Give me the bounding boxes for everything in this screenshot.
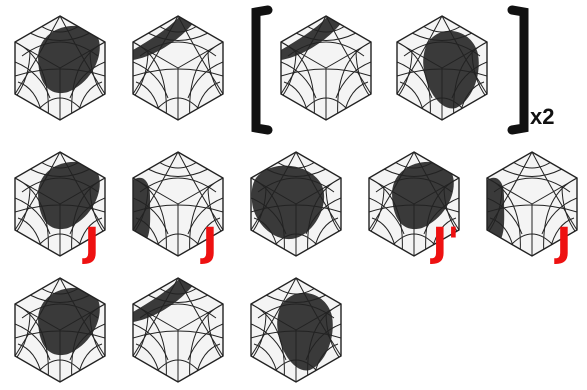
move-label: J: [200, 220, 218, 266]
repeat-count-label: x2: [530, 106, 554, 128]
cube-state: J: [15, 152, 105, 266]
cube-state: [251, 278, 341, 382]
cube-state: [15, 278, 105, 382]
move-label: J: [554, 220, 572, 266]
cube-state: J: [487, 152, 577, 266]
cube-state: [15, 16, 105, 120]
right-bracket: [512, 10, 524, 130]
move-label: J': [429, 220, 459, 266]
cube-state: [251, 152, 341, 256]
cube-state: [281, 12, 371, 120]
cube-state: J: [133, 152, 223, 266]
cube-state: J': [369, 152, 460, 266]
cube-state: [397, 16, 487, 120]
left-bracket: [256, 10, 268, 130]
cube-state: [133, 12, 223, 120]
cube-state: [133, 274, 223, 382]
move-label: J: [82, 220, 100, 266]
